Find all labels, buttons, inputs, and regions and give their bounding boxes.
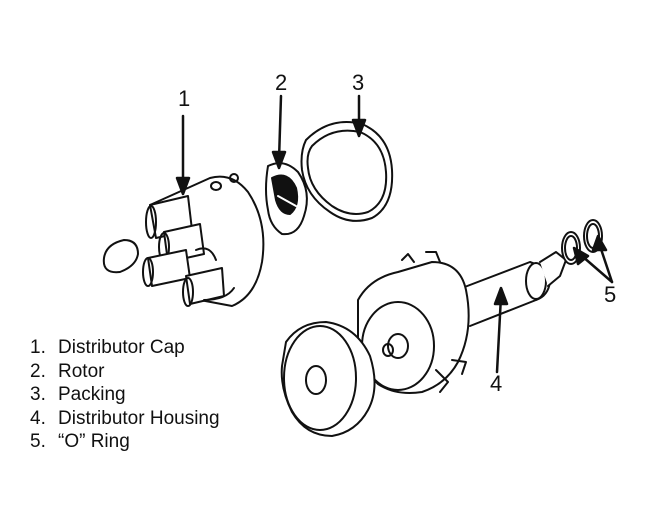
distributor-cap <box>142 173 265 307</box>
legend-text: “O” Ring <box>58 431 130 452</box>
leader-lines <box>175 94 614 374</box>
parts-legend: 1. Distributor Cap 2. Rotor 3. Packing 4. Di… <box>30 336 220 454</box>
legend-text: Distributor Housing <box>58 407 220 429</box>
legend-text: Rotor <box>58 360 105 382</box>
legend-number: 2. <box>30 360 46 382</box>
legend-text: Packing <box>58 384 126 405</box>
housing-base-disc <box>280 321 376 437</box>
legend-number: 3. <box>30 384 46 405</box>
rotor <box>265 162 308 236</box>
callout-1: 1 <box>178 86 191 111</box>
legend-item: 3. Packing <box>30 383 220 407</box>
distributor-housing <box>357 251 567 394</box>
legend-item: 5. “O” Ring <box>30 430 220 454</box>
packing <box>300 121 394 222</box>
legend-number: 4. <box>30 407 46 429</box>
callout-3: 3 <box>352 70 365 95</box>
cap-boot <box>102 239 139 274</box>
callout-2: 2 <box>275 70 288 95</box>
legend-text: Distributor Cap <box>58 337 185 358</box>
legend-item: 1. Distributor Cap <box>30 336 220 360</box>
callout-5: 5 <box>604 282 617 307</box>
legend-item: 2. Rotor <box>30 360 220 384</box>
legend-item: 4. Distributor Housing <box>30 407 220 431</box>
legend-number: 5. <box>30 431 46 452</box>
legend-number: 1. <box>30 337 46 358</box>
callout-4: 4 <box>490 371 503 396</box>
